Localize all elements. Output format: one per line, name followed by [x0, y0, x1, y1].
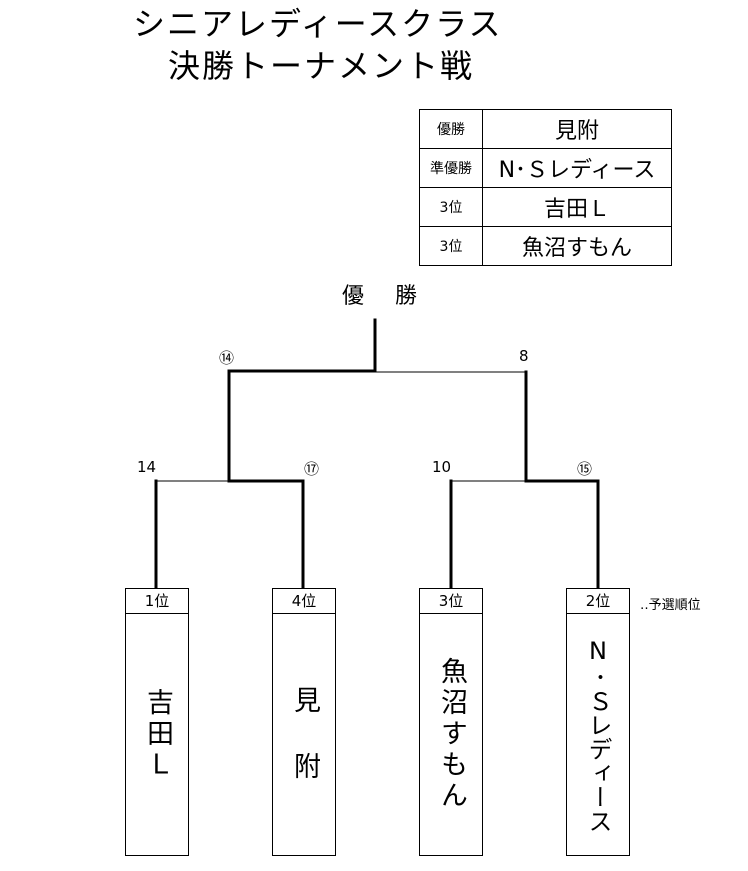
- semi-right-right-score: ⑮: [577, 460, 593, 478]
- result-place: 3位: [419, 226, 483, 266]
- champion-label: 優 勝: [342, 284, 429, 309]
- team-seed-rank: 1位: [126, 589, 188, 614]
- team-name: 吉田Ｌ: [142, 688, 173, 781]
- page-title-line-2: 決勝トーナメント戦: [168, 47, 475, 85]
- result-row-third-2: 3位 魚沼すもん: [419, 226, 672, 266]
- team-box-1: 1位 吉田Ｌ: [125, 588, 189, 856]
- team-seed-rank: 3位: [420, 589, 482, 614]
- team-box-3: 3位 魚沼すもん: [419, 588, 483, 856]
- team-box-4: 2位 N･Ｓレディース: [566, 588, 630, 856]
- final-left-score: ⑭: [219, 349, 235, 367]
- result-team: 魚沼すもん: [482, 226, 672, 266]
- results-table: 優勝 見附 準優勝 N･Ｓレディース 3位 吉田Ｌ 3位 魚沼すもん: [419, 109, 672, 266]
- page-title-line-1: シニアレディースクラス: [133, 5, 503, 43]
- result-team: 吉田Ｌ: [482, 187, 672, 227]
- semi-right-left-score: 10: [432, 458, 452, 476]
- team-seed-rank: 2位: [567, 589, 629, 614]
- seed-rank-note: ‥予選順位: [640, 598, 701, 613]
- team-box-2: 4位 見 附: [272, 588, 336, 856]
- result-place: 準優勝: [419, 148, 483, 188]
- result-place: 優勝: [419, 109, 483, 149]
- team-name: N･Ｓレディース: [584, 636, 612, 833]
- final-right-score: 8: [519, 347, 529, 365]
- semi-left-left-score: 14: [137, 458, 157, 476]
- team-name: 見 附: [289, 686, 320, 783]
- team-seed-rank: 4位: [273, 589, 335, 614]
- result-row-third-1: 3位 吉田Ｌ: [419, 187, 672, 227]
- semi-left-right-score: ⑰: [304, 460, 320, 478]
- team-name: 魚沼すもん: [436, 657, 467, 812]
